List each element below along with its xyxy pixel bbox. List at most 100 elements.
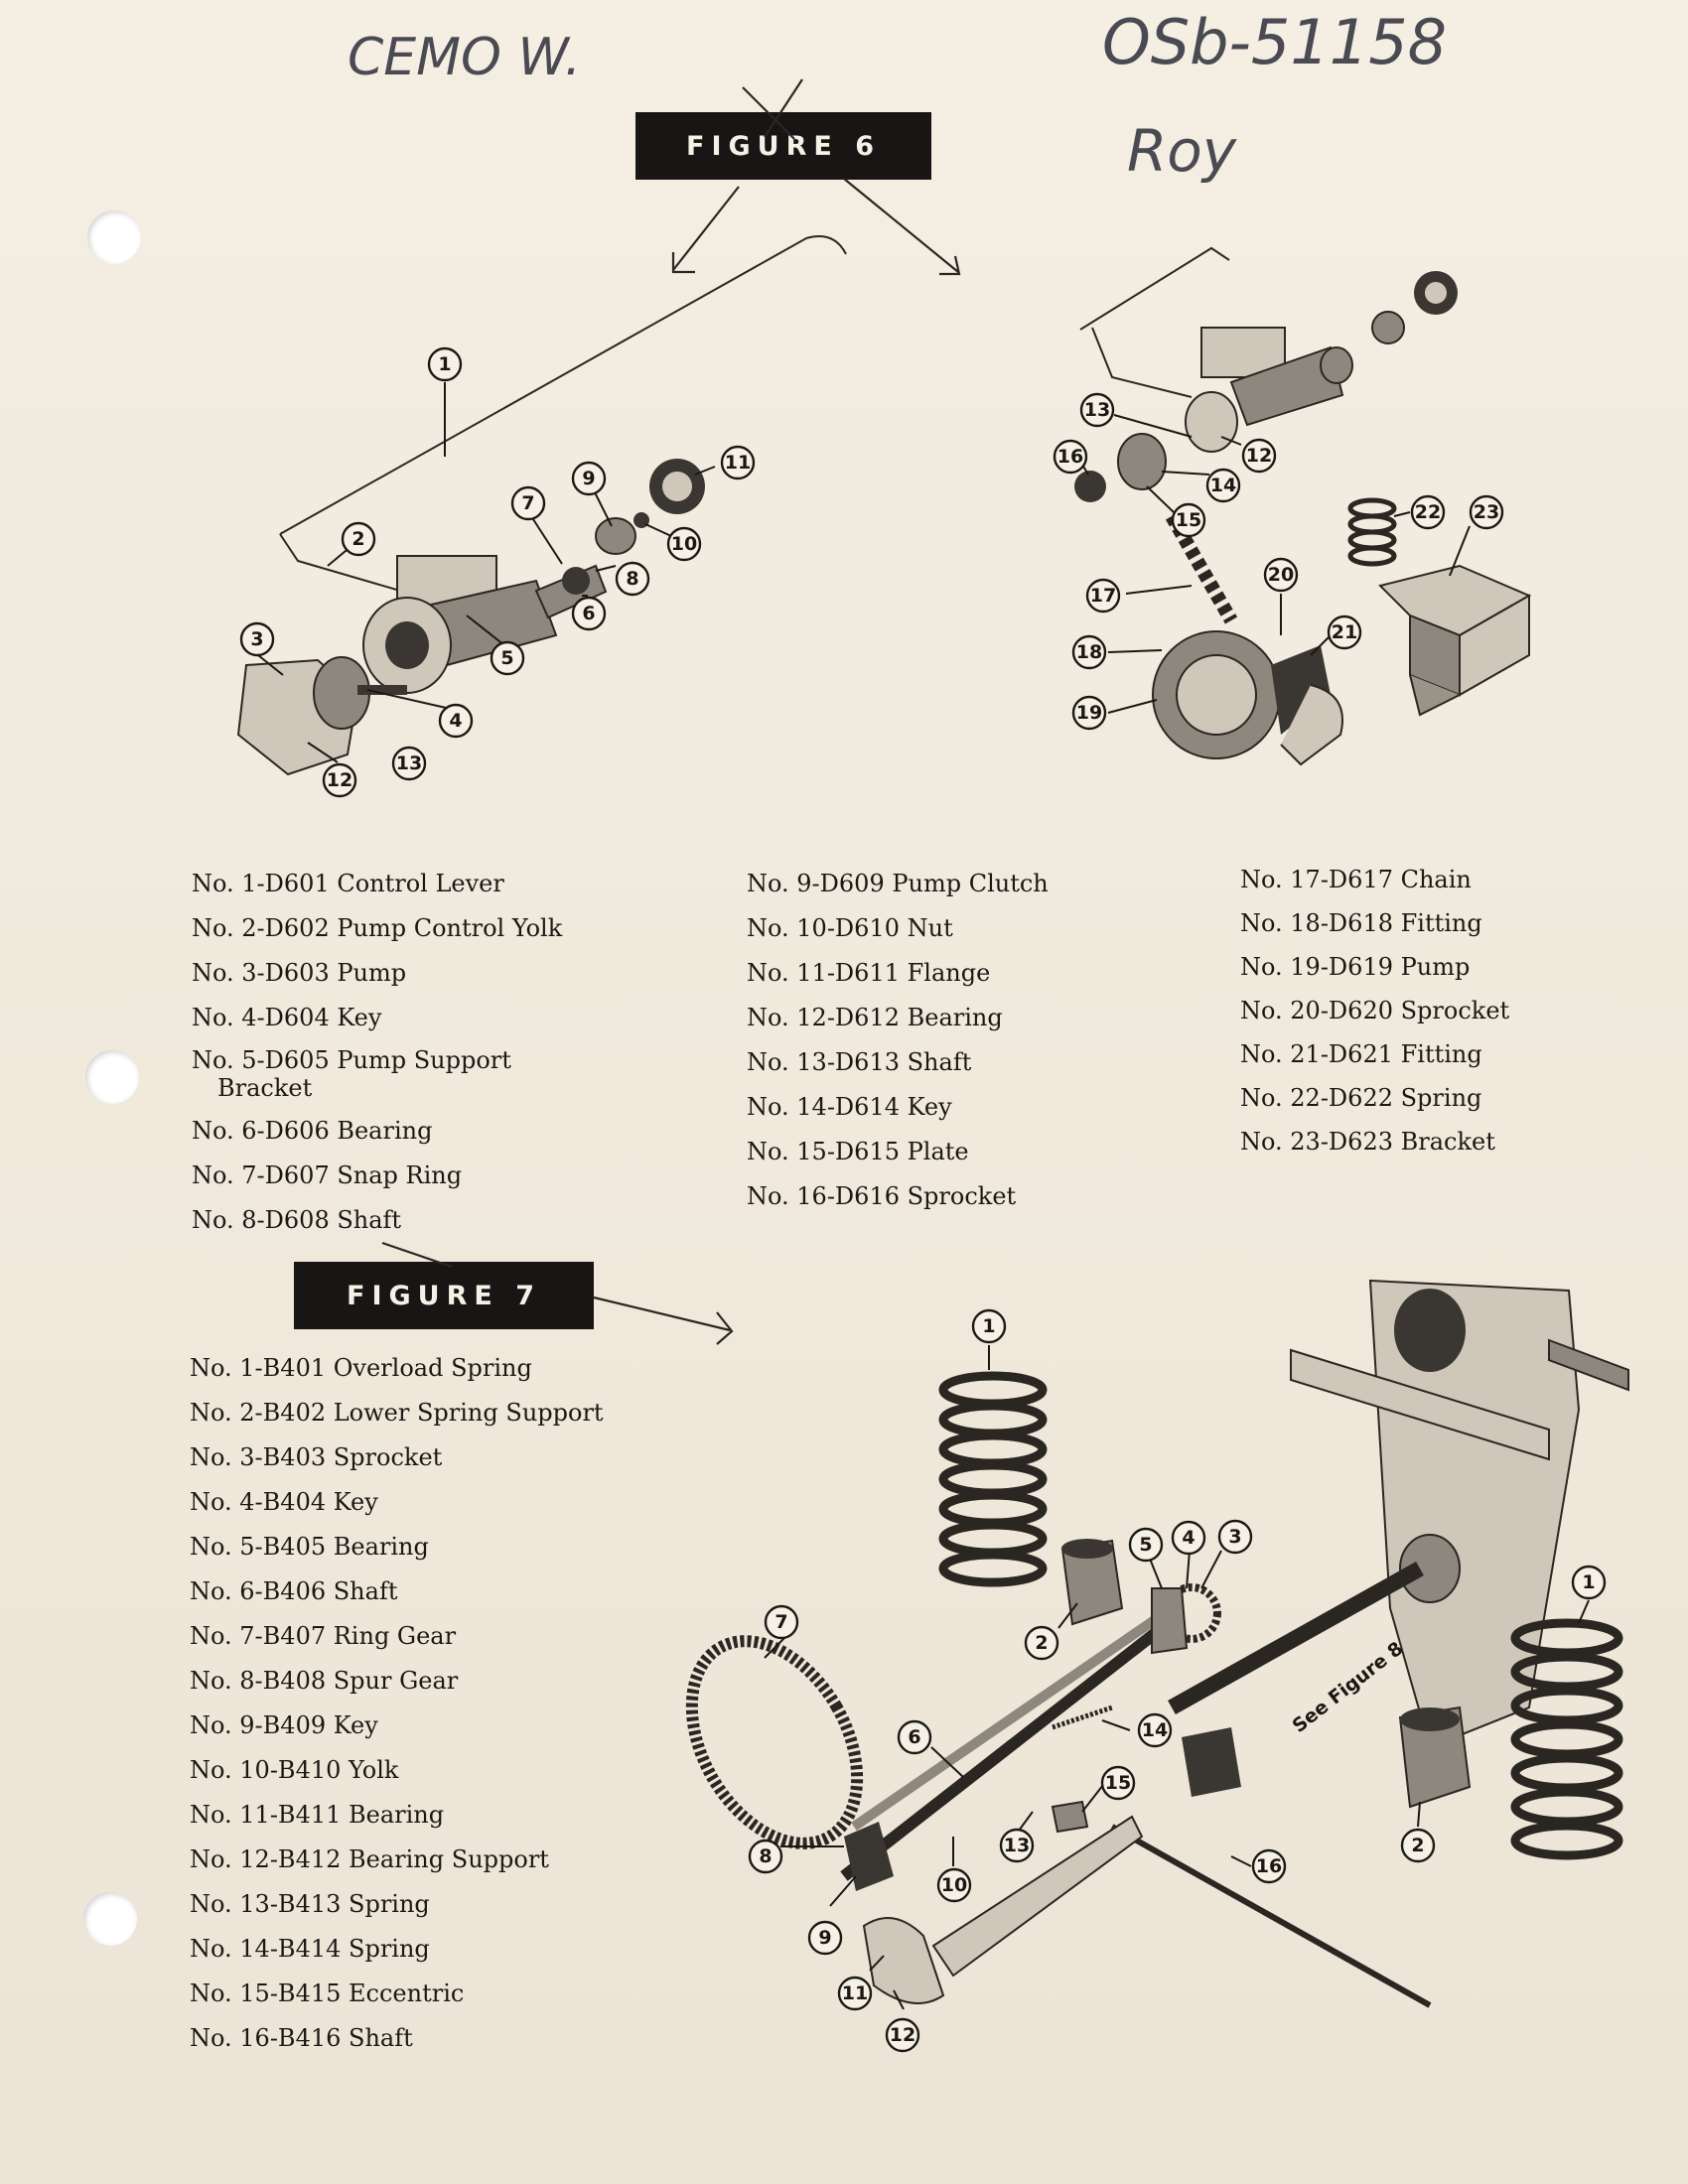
callout-7-1-right: 1	[1571, 1565, 1607, 1600]
svg-text:15: 15	[1176, 509, 1201, 531]
list-item: No. 12-B412 Bearing Support	[190, 1845, 549, 1873]
callout-6L-11: 11	[720, 445, 756, 480]
svg-text:11: 11	[842, 1982, 868, 2004]
figure-6-parts-column-3: No. 17-D617 Chain No. 18-D618 Fitting No…	[1240, 864, 1509, 1158]
svg-text:19: 19	[1076, 702, 1102, 724]
svg-text:13: 13	[396, 752, 422, 774]
list-item: No. 18-D618 Fitting	[1240, 909, 1482, 937]
list-item-wrap: Bracket	[217, 1074, 313, 1102]
svg-text:12: 12	[890, 2024, 915, 2046]
svg-text:3: 3	[250, 628, 263, 650]
punch-hole-top	[87, 210, 141, 264]
list-item: No. 16-B416 Shaft	[190, 2024, 413, 2052]
svg-text:7: 7	[774, 1611, 787, 1633]
svg-text:9: 9	[582, 468, 595, 489]
svg-text:8: 8	[626, 568, 638, 590]
svg-text:16: 16	[1057, 446, 1083, 468]
figure-6-label: FIGURE 6	[635, 112, 931, 180]
callout-7-1-middle: 1	[971, 1308, 1007, 1344]
callout-6R-13: 13	[1079, 392, 1115, 428]
callout-6L-1: 1	[427, 346, 463, 382]
svg-text:14: 14	[1210, 475, 1236, 496]
figure-6-left-assembly	[236, 235, 847, 776]
callout-6L-10: 10	[666, 526, 702, 562]
callout-7-6: 6	[897, 1719, 932, 1755]
svg-text:12: 12	[1246, 445, 1272, 467]
svg-text:1: 1	[438, 353, 451, 375]
callout-7-3: 3	[1217, 1519, 1253, 1555]
list-item: No. 10-D610 Nut	[747, 914, 953, 942]
callout-7-5: 5	[1128, 1527, 1164, 1563]
figure-6-parts-column-1: No. 1-D601 Control Lever No. 2-D602 Pump…	[192, 868, 562, 1236]
svg-text:2: 2	[352, 528, 364, 550]
callout-7-13: 13	[999, 1828, 1035, 1863]
callout-6R-22: 22	[1410, 494, 1446, 530]
list-item: No. 2-D602 Pump Control Yolk	[192, 914, 563, 942]
list-item: No. 11-B411 Bearing	[190, 1801, 445, 1829]
spring-1-right	[1510, 1618, 1623, 1860]
svg-text:17: 17	[1090, 585, 1116, 607]
list-item: No. 4-D604 Key	[192, 1004, 382, 1031]
list-item: No. 7-D607 Snap Ring	[192, 1161, 463, 1189]
list-item: No. 1-B401 Overload Spring	[190, 1354, 532, 1382]
list-item: No. 23-D623 Bracket	[1240, 1128, 1495, 1156]
svg-text:3: 3	[1228, 1526, 1241, 1548]
list-item: No. 2-B402 Lower Spring Support	[190, 1399, 604, 1427]
callout-7-2-right: 2	[1400, 1828, 1436, 1863]
figure-6-right-assembly	[1074, 246, 1532, 766]
handwriting-top-right: OSb-51158	[1102, 6, 1448, 78]
list-item: No. 7-B407 Ring Gear	[190, 1622, 457, 1650]
callout-7-11: 11	[837, 1976, 873, 2011]
callout-7-7: 7	[764, 1604, 799, 1640]
callout-6L-6: 6	[571, 596, 607, 631]
callout-6L-9: 9	[571, 461, 607, 496]
list-item: No. 1-D601 Control Lever	[192, 870, 504, 897]
callout-6R-12: 12	[1241, 438, 1277, 474]
callout-6R-23: 23	[1469, 494, 1504, 530]
callout-6R-21: 21	[1327, 614, 1362, 650]
callout-6R-17: 17	[1085, 578, 1121, 614]
list-item: No. 5-B405 Bearing	[190, 1533, 429, 1561]
svg-text:20: 20	[1268, 564, 1294, 586]
callout-6R-19: 19	[1071, 695, 1107, 731]
callout-6L-7: 7	[510, 485, 546, 521]
list-item: No. 21-D621 Fitting	[1240, 1040, 1482, 1068]
callout-6L-12: 12	[322, 762, 357, 798]
callout-6L-8: 8	[615, 561, 650, 597]
list-item: No. 8-D608 Shaft	[192, 1206, 402, 1234]
svg-text:22: 22	[1415, 501, 1441, 523]
callout-6R-20: 20	[1263, 557, 1299, 593]
svg-text:6: 6	[908, 1726, 920, 1748]
svg-text:10: 10	[941, 1874, 967, 1896]
callout-7-12: 12	[885, 2017, 920, 2053]
callout-6L-13: 13	[391, 746, 427, 781]
list-item: No. 14-D614 Key	[747, 1093, 952, 1121]
svg-text:23: 23	[1474, 501, 1499, 523]
svg-text:8: 8	[759, 1845, 772, 1867]
list-item: No. 6-B406 Shaft	[190, 1577, 398, 1605]
figure-6-right-callouts: 12 13 14 15 16 17 18 19 20 21 22 23	[1053, 392, 1504, 731]
callout-6R-18: 18	[1071, 634, 1107, 670]
svg-text:14: 14	[1142, 1719, 1168, 1741]
list-item: No. 3-D603 Pump	[192, 959, 407, 987]
callout-7-14: 14	[1137, 1712, 1173, 1748]
callout-7-2-middle: 2	[1024, 1625, 1059, 1661]
svg-text:7: 7	[521, 492, 534, 514]
svg-text:18: 18	[1076, 641, 1102, 663]
pencil-arrows-figure-6	[381, 78, 961, 1345]
callout-6L-3: 3	[239, 621, 275, 657]
svg-text:12: 12	[327, 769, 352, 791]
list-item: No. 12-D612 Bearing	[747, 1004, 1003, 1031]
punch-hole-middle	[85, 1050, 139, 1104]
svg-text:15: 15	[1105, 1772, 1131, 1794]
svg-text:10: 10	[671, 533, 697, 555]
callout-7-15: 15	[1100, 1765, 1136, 1801]
list-item: No. 17-D617 Chain	[1240, 866, 1472, 893]
list-item: No. 13-B413 Spring	[190, 1890, 430, 1918]
svg-text:2: 2	[1411, 1835, 1424, 1856]
svg-text:6: 6	[582, 603, 595, 624]
svg-text:13: 13	[1084, 399, 1110, 421]
list-item: No. 11-D611 Flange	[747, 959, 991, 987]
